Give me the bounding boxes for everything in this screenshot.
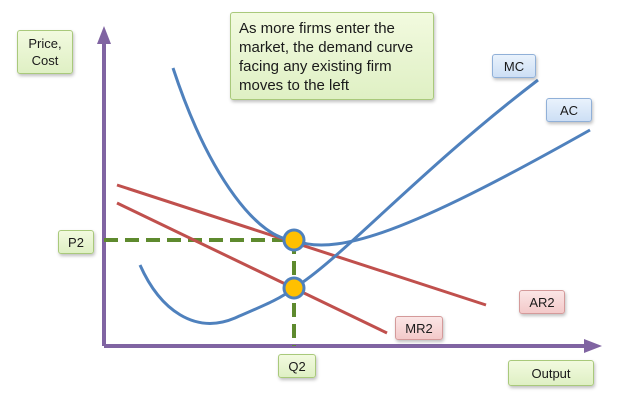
mc-label: MC [492,54,536,78]
y-axis-label: Price, Cost [17,30,73,74]
ar2-label: AR2 [519,290,565,314]
x-axis-label: Output [508,360,594,386]
mr2-curve [116,201,388,335]
q2-label: Q2 [278,354,316,378]
mr2-label: MR2 [395,316,443,340]
ac-equilibrium-point [282,228,306,252]
x-axis-arrow [584,339,602,353]
ac-label: AC [546,98,592,122]
mc-curve [138,78,539,325]
y-axis-arrow [97,26,111,44]
annotation-box: As more firms enter the market, the dema… [230,12,434,100]
mc-equilibrium-point [282,276,306,300]
p2-label: P2 [58,230,94,254]
